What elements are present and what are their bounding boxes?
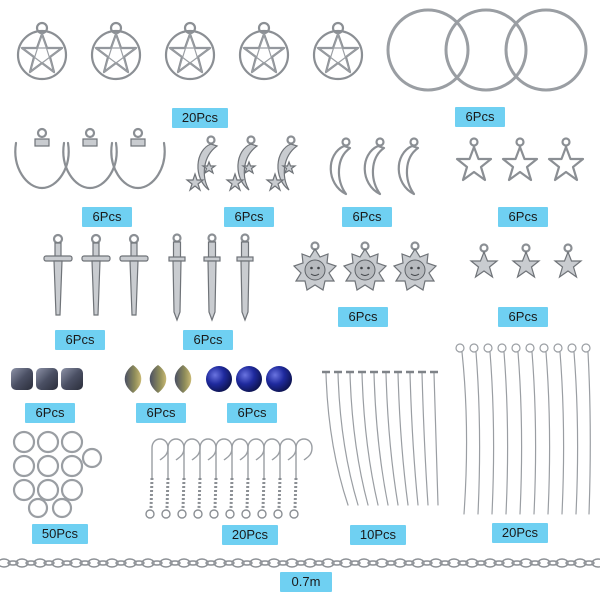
- jump-rings: [8, 428, 103, 519]
- qty-badge-moon: 6Pcs: [342, 207, 392, 227]
- pentagram-charm-icon: [16, 21, 364, 81]
- sword-charm-icon: [167, 233, 255, 322]
- eye-pin-icon: [455, 343, 591, 515]
- eye-pins: [450, 338, 595, 518]
- cable-chain-icon: [0, 558, 600, 568]
- dagger-charm-icon: [42, 233, 150, 317]
- qty-badge-chain: 0.7m: [280, 572, 332, 592]
- pentagram-pendants: [4, 5, 374, 95]
- qty-badge-hematite: 6Pcs: [25, 403, 75, 423]
- head-pins: [318, 365, 448, 510]
- cable-chain: [0, 556, 600, 570]
- earring-hooks: [140, 432, 314, 522]
- teardrop-bead-icon: [124, 365, 192, 393]
- qty-badge-dagger: 6Pcs: [55, 330, 105, 350]
- hematite-bead-icon: [11, 368, 83, 390]
- qty-badge-frames: 6Pcs: [455, 107, 505, 127]
- qty-badge-small-star: 6Pcs: [498, 307, 548, 327]
- sun-face-charm-icon: [292, 241, 438, 292]
- crescent-charms: [2, 125, 172, 200]
- qty-badge-moon-star: 6Pcs: [224, 207, 274, 227]
- qty-badge-teardrop: 6Pcs: [136, 403, 186, 423]
- teardrop-beads: [118, 362, 198, 396]
- moon-star-charm-icon: [185, 135, 299, 192]
- qty-badge-star-outline: 6Pcs: [498, 207, 548, 227]
- moon-charm-icon: [329, 137, 420, 196]
- qty-badge-pentagram: 20Pcs: [172, 108, 228, 128]
- star-outline-charms: [450, 132, 595, 197]
- star-outline-charm-icon: [455, 137, 585, 182]
- crescent-horn-icon: [14, 127, 166, 190]
- round-frames: [380, 4, 595, 96]
- blue-glass-beads: [203, 362, 295, 396]
- small-star-charms: [462, 236, 592, 291]
- qty-badge-jump-rings: 50Pcs: [32, 524, 88, 544]
- qty-badge-sun: 6Pcs: [338, 307, 388, 327]
- glass-bead-icon: [206, 366, 292, 392]
- sun-face-charms: [285, 234, 445, 298]
- moon-star-charms: [175, 128, 315, 200]
- qty-badge-earring-hooks: 20Pcs: [222, 525, 278, 545]
- qty-badge-glass: 6Pcs: [227, 403, 277, 423]
- qty-badge-head-pins: 10Pcs: [350, 525, 406, 545]
- earring-hook-icon: [144, 437, 314, 520]
- sword-charms: [155, 232, 265, 324]
- qty-badge-crescent: 6Pcs: [82, 207, 132, 227]
- head-pin-icon: [322, 370, 439, 506]
- dagger-charms: [40, 233, 150, 323]
- qty-badge-sword: 6Pcs: [183, 330, 233, 350]
- hematite-cube-beads: [8, 364, 88, 394]
- moon-charms: [312, 132, 437, 200]
- qty-badge-eye-pins: 20Pcs: [492, 523, 548, 543]
- small-star-charm-icon: [469, 243, 583, 279]
- jump-ring-icon: [12, 430, 103, 519]
- ring-frame-icon: [386, 8, 588, 92]
